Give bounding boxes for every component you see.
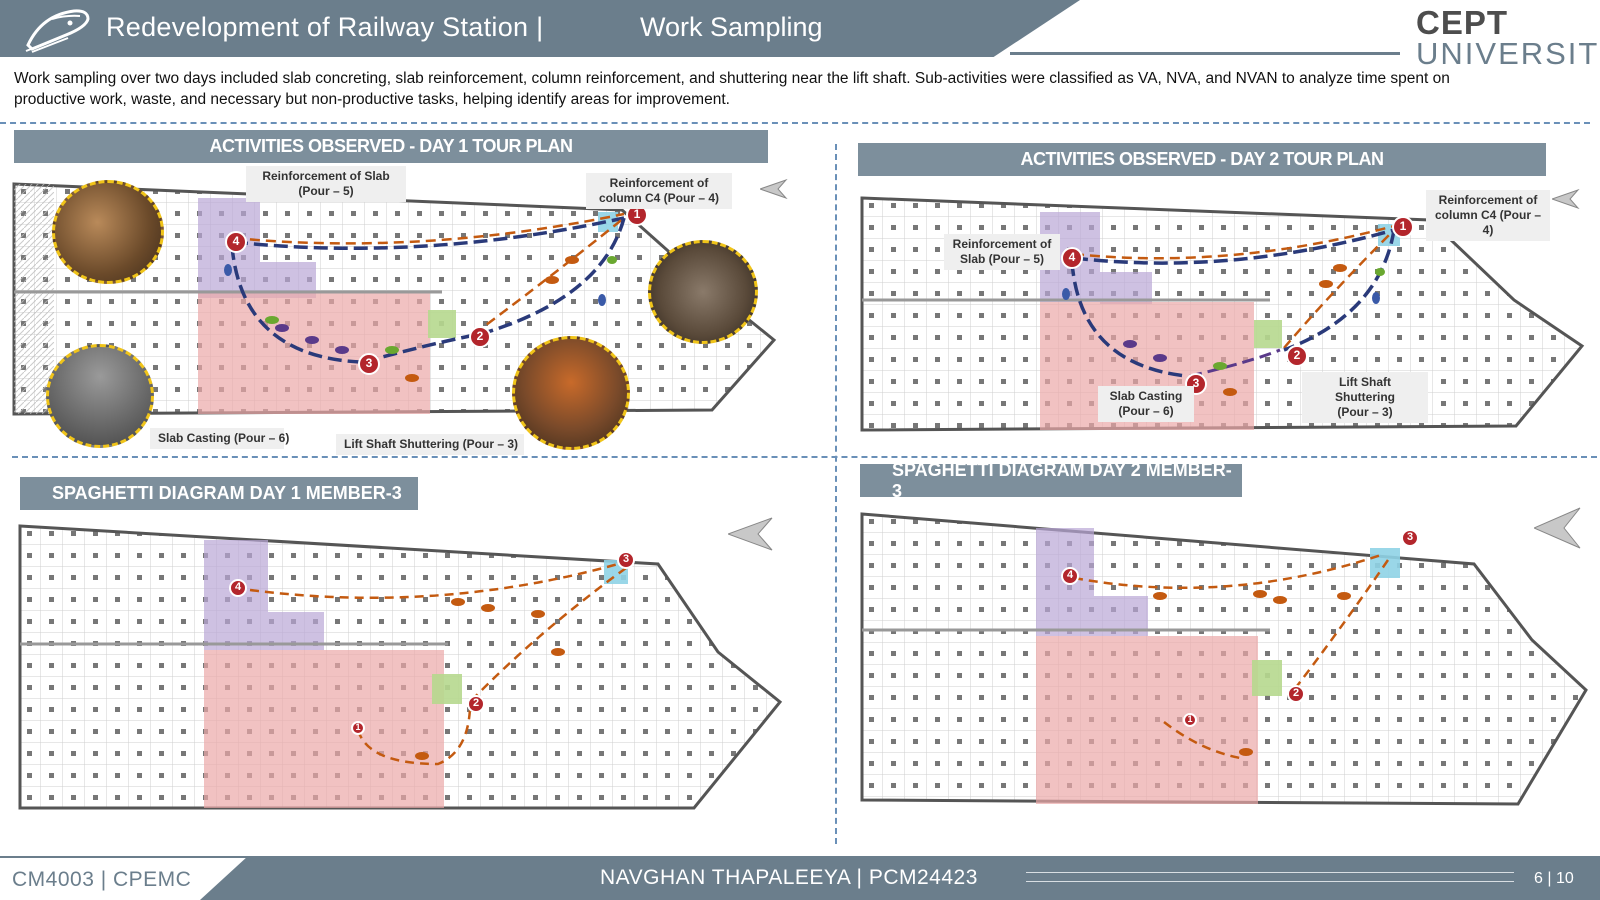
marker-3-label: 3 — [365, 356, 373, 370]
marker-3-label: 3 — [1406, 531, 1414, 543]
photo-lift-shaft — [512, 336, 630, 450]
marker-3 — [617, 551, 635, 569]
marker-4 — [1061, 567, 1079, 585]
day1-section-title: ACTIVITIES OBSERVED - DAY 1 TOUR PLAN — [14, 130, 768, 163]
footer-author: NAVGHAN THAPALEEYA | PCM24423 — [600, 866, 978, 889]
separator-middle — [12, 456, 1597, 458]
marker-1 — [351, 721, 365, 735]
north-arrow-icon — [728, 517, 773, 551]
spaghetti-day1-markers: 3 2 4 1 — [18, 522, 788, 822]
north-arrow-icon — [760, 178, 788, 200]
day1-tour-plan — [12, 180, 792, 440]
marker-3-label: 3 — [1192, 376, 1200, 390]
day2-markers: 1 2 3 4 — [860, 194, 1600, 440]
callout-day2-slab-casting: Slab Casting (Pour – 6) — [1098, 386, 1194, 422]
callout-day1-lift-shaft: Lift Shaft Shuttering (Pour – 3) — [336, 434, 524, 455]
marker-4 — [225, 231, 247, 253]
marker-2 — [467, 695, 485, 713]
university-logo-line2: UNIVERSITY — [1416, 36, 1600, 71]
marker-2-label: 2 — [1293, 348, 1301, 362]
marker-4-label: 4 — [232, 234, 240, 248]
marker-4-label: 4 — [1068, 250, 1076, 264]
university-logo-line1: CEPT — [1416, 4, 1509, 41]
callout-day1-slab-casting: Slab Casting (Pour – 6) — [150, 428, 289, 449]
spaghetti-day1-plan — [18, 522, 788, 822]
marker-4-label: 4 — [234, 581, 242, 593]
callout-day2-column: Reinforcement of column C4 (Pour – 4) — [1426, 190, 1550, 241]
spaghetti-day1-title: SPAGHETTI DIAGRAM DAY 1 MEMBER-3 — [20, 477, 418, 510]
callout-day1-column: Reinforcement of column C4 (Pour – 4) — [586, 173, 732, 209]
marker-2 — [469, 326, 491, 348]
marker-2-label: 2 — [1292, 687, 1300, 699]
marker-2-label: 2 — [476, 329, 484, 343]
spaghetti-day2-markers: 3 2 4 1 — [860, 510, 1596, 810]
separator-vertical — [835, 144, 837, 844]
marker-3 — [358, 353, 380, 375]
marker-4 — [1061, 247, 1083, 269]
marker-4-label: 4 — [1066, 569, 1074, 581]
photo-slab-reinforcement — [52, 180, 164, 284]
photo-slab-casting — [46, 344, 154, 448]
separator-top — [0, 122, 1590, 124]
north-arrow-icon — [1552, 188, 1580, 210]
header-band — [0, 0, 1080, 57]
photo-column-reinforcement — [648, 240, 758, 344]
marker-2-label: 2 — [472, 697, 480, 709]
marker-2 — [1286, 345, 1308, 367]
footer-course: CM4003 | CPEMC — [12, 868, 192, 891]
callout-day2-slab-reinforcement: Reinforcement of Slab (Pour – 5) — [944, 234, 1060, 270]
marker-2 — [1287, 685, 1305, 703]
footer-band — [200, 856, 1600, 900]
marker-1 — [1183, 713, 1197, 727]
north-arrow-icon — [1534, 507, 1581, 549]
callout-day2-lift-shaft: Lift Shaft Shuttering (Pour – 3) — [1302, 372, 1428, 423]
marker-1-label: 1 — [633, 207, 641, 221]
train-logo-icon — [25, 9, 90, 53]
footer-decorative-lines — [1026, 872, 1514, 882]
marker-1 — [1392, 216, 1414, 238]
page-subtitle: Work Sampling — [640, 12, 823, 42]
marker-1-label: 1 — [1187, 714, 1193, 724]
header-rule — [1010, 52, 1400, 55]
intro-paragraph: Work sampling over two days included sla… — [14, 70, 1450, 108]
spaghetti-day2-plan — [860, 510, 1596, 810]
day2-section-title: ACTIVITIES OBSERVED - DAY 2 TOUR PLAN — [858, 143, 1546, 176]
marker-3-label: 3 — [622, 553, 630, 565]
page-title: Redevelopment of Railway Station | — [106, 12, 544, 42]
marker-3 — [1401, 529, 1419, 547]
page-number: 6 | 10 — [1534, 870, 1574, 887]
marker-1-label: 1 — [1399, 219, 1407, 233]
footer-rule — [0, 856, 250, 858]
marker-1-label: 1 — [355, 722, 361, 732]
marker-4 — [229, 579, 247, 597]
callout-day1-slab-reinforcement: Reinforcement of Slab (Pour – 5) — [246, 166, 406, 202]
day1-markers: 1 2 3 4 — [12, 180, 792, 440]
spaghetti-day2-title: SPAGHETTI DIAGRAM DAY 2 MEMBER- 3 — [860, 460, 1242, 501]
